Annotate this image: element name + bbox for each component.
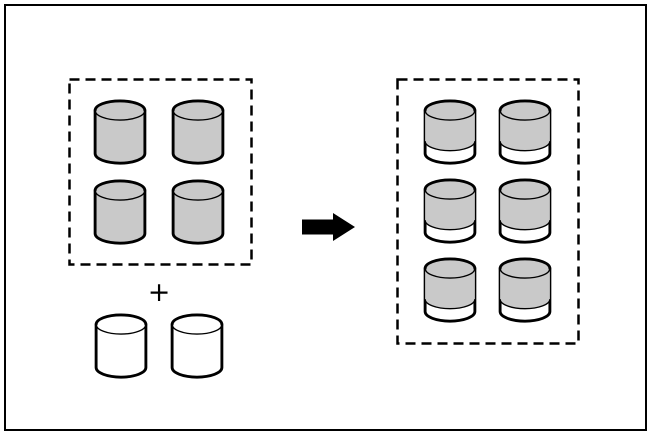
disk-cylinder-icon	[421, 257, 479, 324]
dashed-border	[396, 78, 580, 345]
disk-cylinder-icon	[168, 313, 226, 380]
expanded-array-disks	[421, 99, 554, 324]
original-array-disks	[91, 99, 227, 246]
disk-cylinder-icon	[496, 257, 554, 324]
outer-border	[4, 4, 647, 431]
disk-cylinder-icon	[169, 99, 227, 166]
disk-cylinder-icon	[496, 99, 554, 166]
added-disks	[92, 313, 226, 380]
original-array-box	[68, 78, 253, 266]
disk-cylinder-icon	[91, 99, 149, 166]
disk-cylinder-icon	[169, 179, 227, 246]
disk-cylinder-icon	[421, 178, 479, 245]
plus-sign: +	[147, 277, 171, 308]
disk-cylinder-icon	[496, 178, 554, 245]
disk-cylinder-icon	[421, 99, 479, 166]
disk-cylinder-icon	[92, 313, 150, 380]
arrow-right-icon	[302, 213, 355, 241]
expanded-array-box	[396, 78, 580, 345]
dashed-border	[68, 78, 253, 266]
disk-cylinder-icon	[91, 179, 149, 246]
